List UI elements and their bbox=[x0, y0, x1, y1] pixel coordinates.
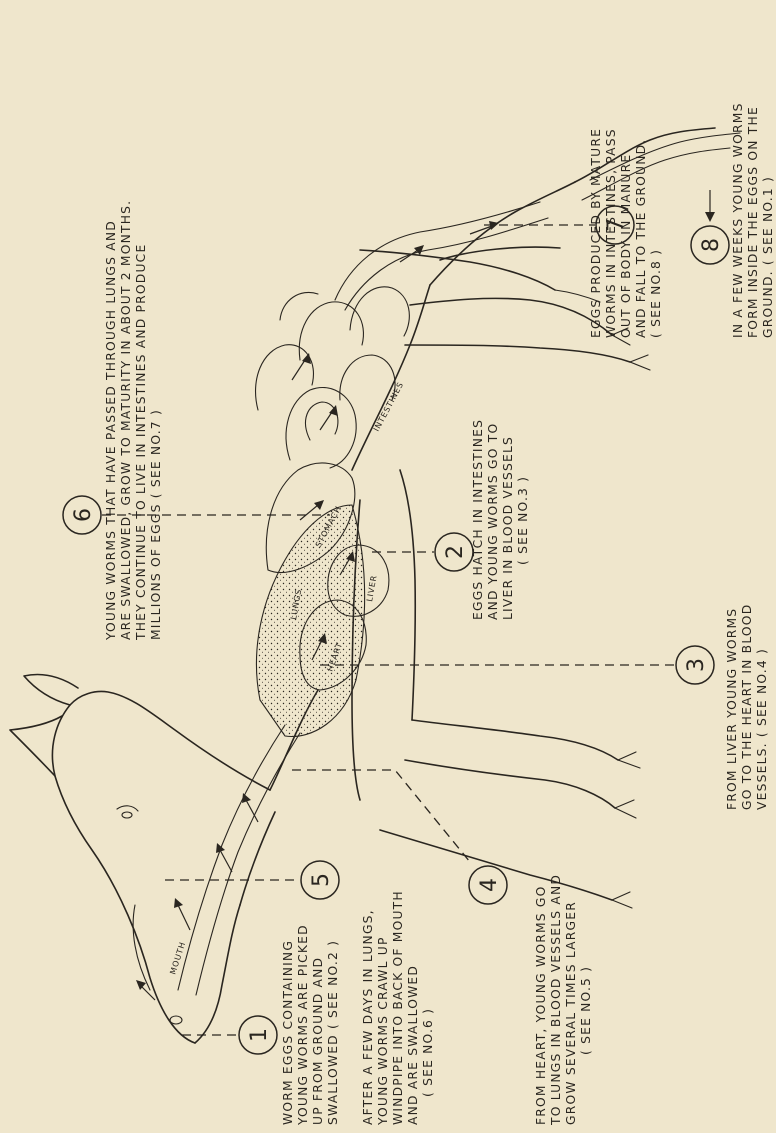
caption-1-line-3: UP FROM GROUND AND bbox=[311, 957, 325, 1125]
caption-5-line-3: WINDPIPE INTO BACK OF MOUTH bbox=[391, 890, 405, 1125]
stage-6-number: 6 bbox=[71, 508, 96, 522]
caption-4-line-4: ( SEE NO.5 ) bbox=[579, 966, 593, 1055]
stage-1-marker: 1 bbox=[239, 1016, 277, 1054]
caption-7-line-3: OUT OF BODY IN MANURE bbox=[619, 154, 633, 338]
caption-8: IN A FEW WEEKS YOUNG WORMS FORM INSIDE T… bbox=[731, 102, 775, 338]
caption-5-line-5: ( SEE NO.6 ) bbox=[421, 1008, 435, 1097]
caption-3-line-1: FROM LIVER YOUNG WORMS bbox=[725, 608, 739, 810]
organ-label-mouth: MOUTH bbox=[168, 941, 187, 976]
caption-4-line-2: TO LUNGS IN BLOOD VESSELS AND bbox=[549, 874, 563, 1126]
caption-5: AFTER A FEW DAYS IN LUNGS, YOUNG WORMS C… bbox=[361, 890, 435, 1126]
caption-1-line-1: WORM EGGS CONTAINING bbox=[281, 940, 295, 1125]
caption-5-line-4: AND ARE SWALLOWED bbox=[406, 965, 420, 1125]
caption-6-line-4: MILLIONS OF EGGS ( SEE NO.7 ) bbox=[149, 409, 163, 640]
caption-4-line-1: FROM HEART, YOUNG WORMS GO bbox=[534, 886, 548, 1126]
caption-4-line-3: GROW SEVERAL TIMES LARGER bbox=[564, 901, 578, 1125]
caption-5-line-1: AFTER A FEW DAYS IN LUNGS, bbox=[361, 909, 375, 1125]
caption-8-line-3: GROUND. ( SEE NO.1 ) bbox=[761, 176, 775, 338]
stage-4-number: 4 bbox=[477, 878, 502, 892]
caption-7-line-2: WORMS IN INTESTINES, PASS bbox=[604, 128, 618, 338]
caption-3-line-3: VESSELS. ( SEE NO.4 ) bbox=[755, 648, 769, 810]
caption-2: EGGS HATCH IN INTESTINES AND YOUNG WORMS… bbox=[471, 419, 530, 620]
caption-6: YOUNG WORMS THAT HAVE PASSED THROUGH LUN… bbox=[104, 200, 163, 641]
caption-2-line-2: AND YOUNG WORMS GO TO bbox=[486, 423, 500, 620]
stage-5-marker: 5 bbox=[301, 861, 339, 899]
organ-label-intestines: INTESTINES bbox=[372, 380, 406, 433]
stage-2-number: 2 bbox=[443, 545, 468, 559]
caption-7-line-4: AND FALL TO THE GROUND. bbox=[634, 139, 648, 338]
stage-3-number: 3 bbox=[684, 658, 709, 672]
stage-6-marker: 6 bbox=[63, 496, 101, 534]
caption-6-line-2: ARE SWALLOWED, GROW TO MATURITY IN ABOUT… bbox=[119, 200, 133, 640]
organ-label-liver: LIVER bbox=[365, 574, 379, 602]
caption-3: FROM LIVER YOUNG WORMS GO TO THE HEART I… bbox=[725, 604, 769, 810]
caption-7: EGGS PRODUCED BY MATURE WORMS IN INTESTI… bbox=[589, 128, 663, 338]
stage-1-number: 1 bbox=[247, 1028, 272, 1042]
caption-1-line-2: YOUNG WORMS ARE PICKED bbox=[296, 924, 310, 1126]
caption-6-line-3: THEY CONTINUE TO LIVE IN INTESTINES AND … bbox=[134, 244, 148, 641]
caption-5-line-2: YOUNG WORMS CRAWL UP bbox=[376, 936, 390, 1126]
caption-2-line-4: ( SEE NO.3 ) bbox=[516, 476, 530, 565]
caption-8-line-2: FORM INSIDE THE EGGS ON THE bbox=[746, 106, 760, 338]
caption-2-line-3: LIVER IN BLOOD VESSELS bbox=[501, 436, 515, 620]
caption-4: FROM HEART, YOUNG WORMS GO TO LUNGS IN B… bbox=[534, 874, 593, 1126]
stage-8-number: 8 bbox=[699, 238, 724, 252]
stage-4-marker: 4 bbox=[469, 866, 507, 904]
caption-2-line-1: EGGS HATCH IN INTESTINES bbox=[471, 419, 485, 620]
caption-3-line-2: GO TO THE HEART IN BLOOD bbox=[740, 604, 754, 810]
stage-2-marker: 2 bbox=[435, 533, 473, 571]
caption-7-line-1: EGGS PRODUCED BY MATURE bbox=[589, 128, 603, 338]
caption-8-line-1: IN A FEW WEEKS YOUNG WORMS bbox=[731, 102, 745, 338]
caption-6-line-1: YOUNG WORMS THAT HAVE PASSED THROUGH LUN… bbox=[104, 220, 118, 641]
caption-1: WORM EGGS CONTAINING YOUNG WORMS ARE PIC… bbox=[281, 924, 340, 1126]
stage-8-marker: 8 bbox=[691, 226, 729, 264]
stage-3-marker: 3 bbox=[676, 646, 714, 684]
caption-1-line-4: SWALLOWED ( SEE NO.2 ) bbox=[326, 940, 340, 1125]
stage-5-number: 5 bbox=[309, 873, 334, 887]
caption-7-line-5: ( SEE NO.8 ) bbox=[649, 249, 663, 338]
